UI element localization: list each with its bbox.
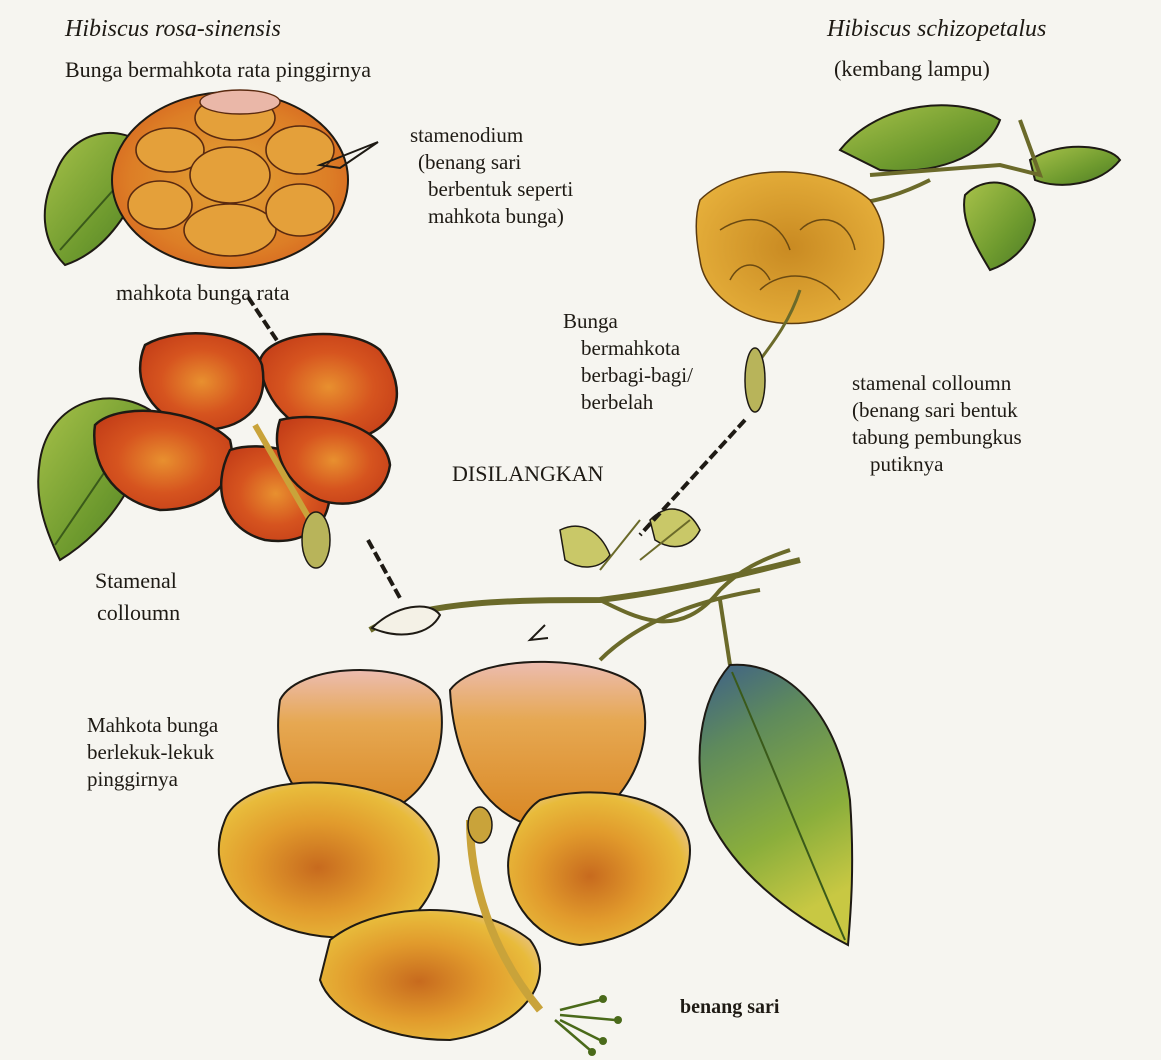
stamen-column-right [745, 348, 765, 412]
label-benang-sari: benang sari [680, 994, 779, 1021]
species-right-name: Hibiscus schizopetalus [827, 16, 1046, 43]
stamen-column-left [302, 512, 330, 568]
hybrid-flower [219, 662, 690, 1056]
label-mahkota-rata: mahkota bunga rata [116, 279, 290, 306]
species-left-name: Hibiscus rosa-sinensis [65, 16, 281, 43]
label-stamenal-left: Stamenal colloumn [95, 565, 180, 629]
label-stamenal-right: stamenal colloumn (benang sari bentuk ta… [852, 370, 1022, 478]
label-cross: DISILANGKAN [452, 460, 604, 487]
flat-flower [38, 333, 397, 568]
schizo-branch [696, 105, 1120, 412]
central-branch [370, 509, 800, 660]
label-stamenodium: stamenodium (benang sari berbentuk seper… [410, 122, 573, 230]
species-left-desc: Bunga bermahkota rata pinggirnya [65, 56, 371, 83]
label-bunga-berbagi: Bunga bermahkota berbagi-bagi/ berbelah [563, 308, 693, 416]
species-right-desc: (kembang lampu) [834, 55, 990, 82]
double-flower [45, 90, 378, 268]
big-leaf [700, 600, 853, 945]
label-mahkota-lekuk: Mahkota bunga berlekuk-lekuk pinggirnya [87, 712, 218, 793]
